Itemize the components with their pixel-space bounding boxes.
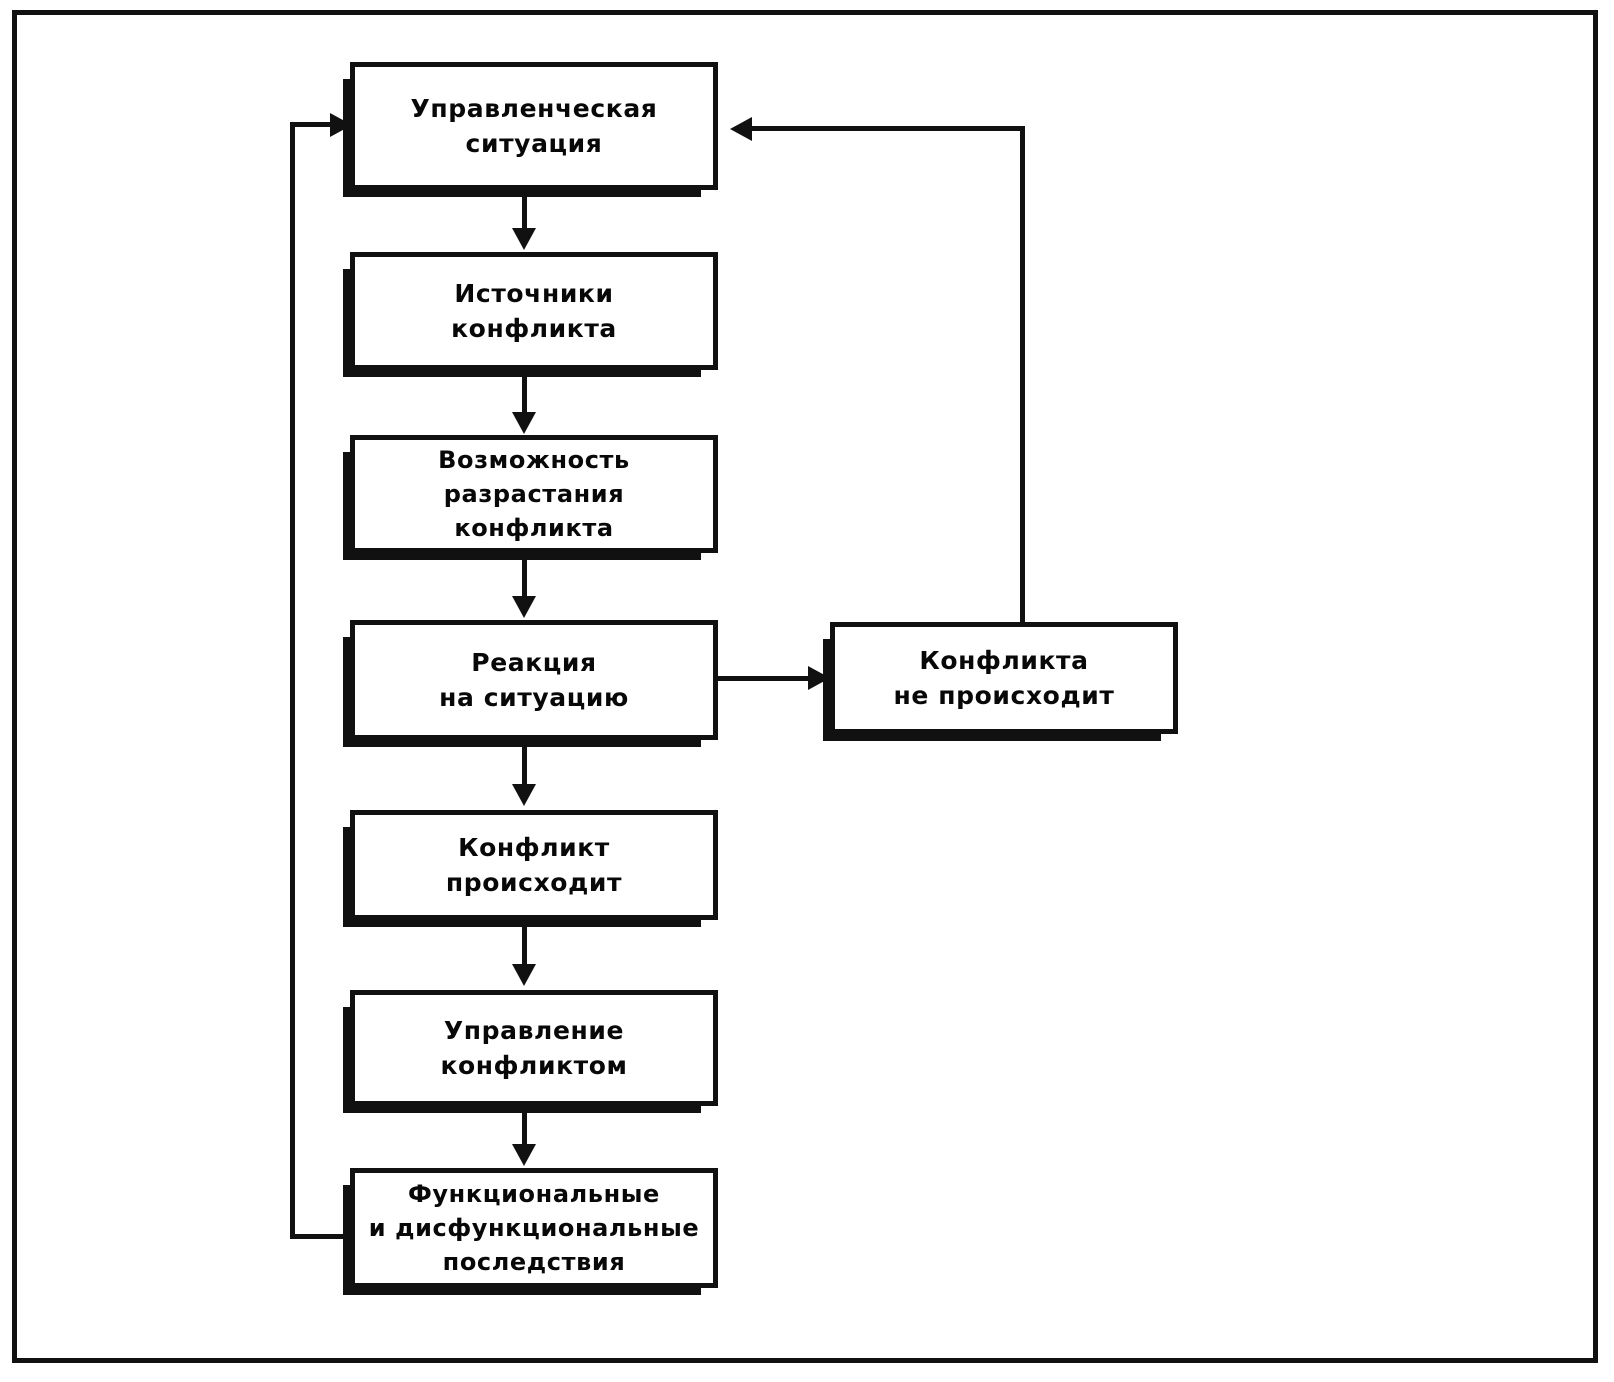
node-line-1: Управленческая bbox=[410, 93, 658, 123]
node-line-2: ситуация bbox=[465, 129, 603, 158]
edge-upravlenie-to-posledstviya-arrow bbox=[512, 1144, 536, 1166]
edge-konflikt-to-upravlenie-line bbox=[522, 920, 527, 966]
feedback-right-arrowhead-icon bbox=[730, 117, 752, 141]
feedback-right-vertical-segment bbox=[1020, 126, 1025, 626]
feedback-left-bottom-segment bbox=[290, 1234, 352, 1239]
node-konflikt-proishodit[interactable]: Конфликт происходит bbox=[343, 810, 718, 927]
node-line-2: и дисфункциональные bbox=[368, 1213, 700, 1242]
edge-reakciya-to-konflikt-arrow bbox=[512, 784, 536, 806]
node-label: Реакция на ситуацию bbox=[431, 645, 637, 716]
node-line-1: Управление bbox=[443, 1015, 625, 1045]
edge-situaciya-to-istochniki-arrow bbox=[512, 228, 536, 250]
edge-istochniki-to-vozmozhnost-line bbox=[522, 370, 527, 416]
node-line-2: на ситуацию bbox=[439, 683, 629, 712]
node-upravlenie-konfliktom[interactable]: Управление конфликтом bbox=[343, 990, 718, 1113]
node-line-1: Конфликт bbox=[458, 832, 610, 862]
node-label: Функциональные и дисфункциональные после… bbox=[361, 1177, 708, 1279]
node-posledstviya[interactable]: Функциональные и дисфункциональные после… bbox=[343, 1168, 718, 1295]
node-line-2: разрастания конфликта bbox=[443, 479, 625, 543]
node-line-1: Конфликта bbox=[919, 645, 1089, 675]
edge-upravlenie-to-posledstviya-line bbox=[522, 1106, 527, 1148]
node-reakciya-na-situaciyu[interactable]: Реакция на ситуацию bbox=[343, 620, 718, 747]
node-line-1: Функциональные bbox=[408, 1179, 660, 1208]
node-konflikta-ne-proishodit[interactable]: Конфликта не происходит bbox=[823, 622, 1178, 741]
edge-reakciya-to-konflikt-line bbox=[522, 740, 527, 786]
edge-istochniki-to-vozmozhnost-arrow bbox=[512, 412, 536, 434]
node-line-3: последствия bbox=[442, 1248, 626, 1277]
node-label: Возможность разрастания конфликта bbox=[355, 443, 713, 545]
node-label: Конфликт происходит bbox=[438, 830, 630, 901]
node-vozmozhnost-razrastaniya[interactable]: Возможность разрастания конфликта bbox=[343, 435, 718, 560]
node-label: Источники конфликта bbox=[443, 276, 625, 347]
edge-vozmozhnost-to-reakciya-line bbox=[522, 553, 527, 598]
node-line-1: Реакция bbox=[471, 647, 597, 677]
feedback-left-vertical-segment bbox=[290, 122, 295, 1239]
node-label: Конфликта не происходит bbox=[886, 643, 1123, 714]
diagram-outer-frame bbox=[12, 10, 1598, 1363]
feedback-left-top-segment bbox=[290, 122, 338, 127]
node-line-1: Возможность bbox=[438, 445, 630, 474]
node-line-2: конфликтом bbox=[440, 1051, 628, 1080]
feedback-right-top-segment bbox=[752, 126, 1025, 131]
node-line-2: конфликта bbox=[451, 314, 617, 343]
edge-vozmozhnost-to-reakciya-arrow bbox=[512, 596, 536, 618]
node-line-2: не происходит bbox=[893, 681, 1115, 710]
node-upravlencheskaya-situaciya[interactable]: Управленческая ситуация bbox=[343, 62, 718, 197]
node-line-1: Источники bbox=[454, 278, 614, 308]
node-line-2: происходит bbox=[445, 868, 623, 897]
node-label: Управленческая ситуация bbox=[403, 91, 666, 162]
node-label: Управление конфликтом bbox=[432, 1013, 635, 1084]
edge-situaciya-to-istochniki-line bbox=[522, 190, 527, 230]
edge-konflikt-to-upravlenie-arrow bbox=[512, 964, 536, 986]
edge-reakciya-to-nekonflikt-line bbox=[718, 676, 814, 681]
node-istochniki-konflikta[interactable]: Источники конфликта bbox=[343, 252, 718, 377]
